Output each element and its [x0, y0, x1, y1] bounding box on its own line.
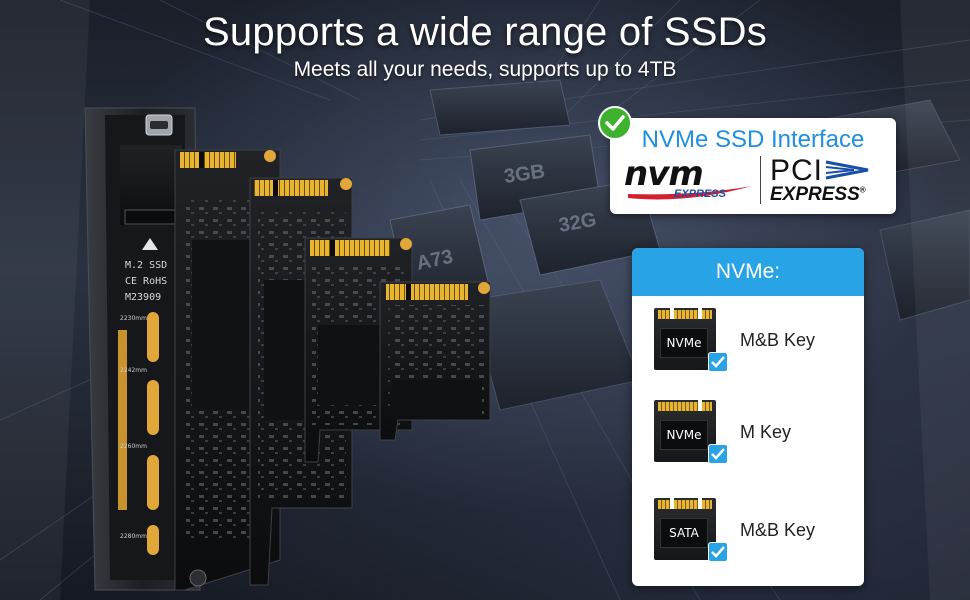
ssd-chip-label: NVMe	[660, 328, 708, 358]
nvme-key-panel: NVMe: NVMe M&B Key NVMe	[632, 248, 864, 586]
key-type-label: M&B Key	[740, 330, 816, 350]
size-mark-2242: 2242mm	[120, 367, 147, 374]
key-row-nvme-mb: NVMe M&B Key	[632, 308, 864, 378]
interface-card-title: NVMe SSD Interface	[641, 126, 865, 153]
nvm-logo-sub: EXPRESS	[674, 188, 726, 200]
subheadline: Meets all your needs, supports up to 4TB	[293, 58, 677, 81]
ssd-thumbnail: NVMe	[654, 400, 728, 464]
size-mark-2260: 2260mm	[120, 443, 147, 450]
ssd-2230	[379, 281, 491, 441]
nvm-swoosh-icon	[628, 186, 752, 200]
checkbox-icon	[708, 542, 728, 562]
checkbox-icon	[708, 352, 728, 372]
headline: Supports a wide range of SSDs	[203, 10, 767, 54]
size-mark-2280: 2280mm	[120, 533, 147, 540]
key-row-nvme-m: NVMe M Key	[632, 400, 864, 470]
enclosure-cert-text: CE RoHS	[125, 276, 167, 287]
ssd-thumbnail: SATA	[654, 498, 728, 562]
enclosure-code-text: M23909	[125, 292, 161, 303]
nvm-express-logo: nvm EXPRESS	[624, 154, 754, 206]
pci-logo-sub: EXPRESS®	[770, 184, 866, 206]
nvm-logo-word: nvm	[624, 154, 704, 194]
ssd-chip-label: SATA	[660, 518, 708, 548]
ssd-chip-label: NVMe	[660, 420, 708, 450]
checkbox-icon	[708, 444, 728, 464]
pci-logo-word: PCI	[770, 154, 824, 187]
key-panel-title: NVMe:	[632, 248, 864, 296]
size-mark-2230: 2230mm	[120, 315, 147, 322]
nvme-interface-card: NVMe SSD Interface nvm EXPRESS PCI EXPRE…	[610, 118, 896, 214]
pci-logo-sub-text: EXPRESS	[770, 184, 860, 205]
pci-express-logo: PCI EXPRESS®	[770, 154, 890, 208]
logo-divider	[760, 156, 761, 204]
key-row-sata-mb: SATA M&B Key	[632, 498, 864, 568]
check-badge-icon	[598, 106, 632, 140]
key-type-label: M Key	[740, 422, 792, 442]
enclosure-model-text: M.2 SSD	[125, 260, 167, 271]
key-type-label: M&B Key	[740, 520, 816, 540]
pci-logo-reg: ®	[859, 185, 866, 195]
ssd-thumbnail: NVMe	[654, 308, 728, 372]
pcie-chevrons-icon	[825, 160, 869, 180]
